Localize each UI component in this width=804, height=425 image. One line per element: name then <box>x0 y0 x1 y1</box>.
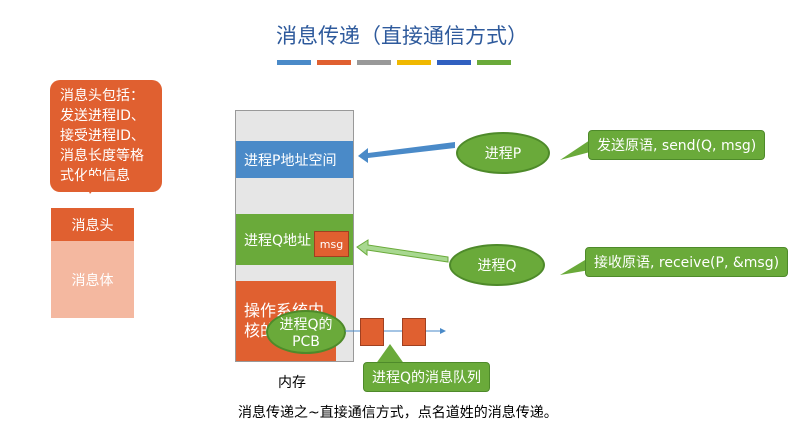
process-p-address-space: 进程P地址空间 <box>236 141 353 178</box>
title-bar-3 <box>397 60 431 65</box>
message-body: 消息体 <box>51 241 134 318</box>
msg-box: msg <box>314 231 349 257</box>
header-note-callout: 消息头包括：发送进程ID、接受进程ID、消息长度等格式化的信息 <box>50 80 162 192</box>
title-bar-5 <box>477 60 511 65</box>
page-title: 消息传递（直接通信方式） <box>276 24 528 48</box>
queue-message-2 <box>402 318 426 346</box>
message-queue-label: 进程Q的消息队列 <box>363 362 491 392</box>
title-bar-0 <box>277 60 311 65</box>
arrow-p <box>358 142 455 163</box>
process-p-ellipse: 进程P <box>456 132 550 174</box>
receive-primitive: 接收原语, receive(P, &msg) <box>585 247 789 277</box>
arrow-q <box>356 239 449 263</box>
title-color-bars <box>277 60 511 65</box>
title-bar-4 <box>437 60 471 65</box>
process-q-ellipse: 进程Q <box>449 244 545 286</box>
message-head: 消息头 <box>51 208 134 241</box>
subtitle: 消息传递之~直接通信方式，点名道姓的消息传递。 <box>238 405 558 421</box>
memory-label: 内存 <box>278 375 306 391</box>
pcb-ellipse: 进程Q的PCB <box>266 310 346 354</box>
callout-tail <box>82 176 104 194</box>
queue-message-1 <box>360 318 384 346</box>
title-bar-1 <box>317 60 351 65</box>
title-bar-2 <box>357 60 391 65</box>
send-primitive: 发送原语, send(Q, msg) <box>588 130 766 160</box>
